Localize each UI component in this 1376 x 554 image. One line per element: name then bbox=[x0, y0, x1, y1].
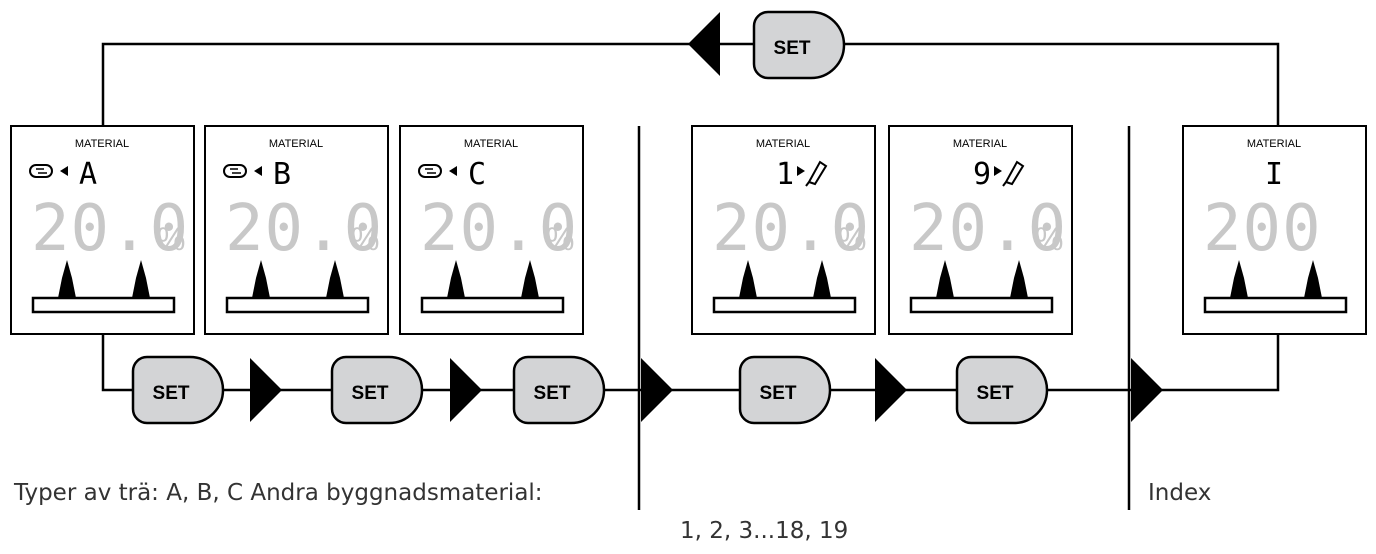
material-indicator: 1 bbox=[776, 157, 794, 192]
flow-arrow-3 bbox=[641, 358, 673, 422]
wood-types-caption: Typer av trä: A, B, C Andra byggnadsmate… bbox=[14, 480, 543, 506]
display-panel-1: MATERIAL A20.0% bbox=[10, 125, 195, 335]
electrode-pins-icon bbox=[420, 260, 565, 314]
reading-unit: % bbox=[546, 221, 574, 257]
display-panel-3: MATERIAL C20.0% bbox=[399, 125, 584, 335]
set-button-shape bbox=[955, 355, 1049, 425]
set-button-4[interactable]: SET bbox=[738, 355, 832, 425]
set-button-shape bbox=[752, 10, 846, 80]
set-button-label: SET bbox=[760, 383, 797, 404]
reading-value: 20.0 bbox=[909, 192, 1067, 266]
flow-arrow-1 bbox=[250, 358, 282, 422]
set-button-shape bbox=[738, 355, 832, 425]
base-bar bbox=[1203, 296, 1348, 314]
reading-unit: % bbox=[157, 221, 185, 257]
electrode-pins-icon bbox=[31, 260, 176, 314]
flow-arrows bbox=[250, 12, 1163, 422]
material-indicator: 9 bbox=[973, 157, 991, 192]
divider-lines bbox=[637, 126, 1131, 510]
base-bar bbox=[225, 296, 370, 314]
panel-header: MATERIAL bbox=[75, 138, 129, 150]
flow-arrow-4 bbox=[875, 358, 907, 422]
base-bar bbox=[420, 296, 565, 314]
set-button-2[interactable]: SET bbox=[330, 355, 424, 425]
reading-value: 20.0 bbox=[420, 192, 578, 266]
arrow-left-icon bbox=[449, 166, 457, 176]
set-button-shape bbox=[330, 355, 424, 425]
set-button-label: SET bbox=[534, 383, 571, 404]
display-panels: MATERIALA20.0%MATERIALB20.0%MATERIALC20.… bbox=[10, 125, 1367, 335]
electrode-pins-icon bbox=[712, 260, 857, 314]
panel-header: MATERIAL bbox=[1247, 138, 1301, 150]
set-button-label: SET bbox=[352, 383, 389, 404]
set-button-label: SET bbox=[774, 38, 811, 59]
base-bar bbox=[31, 296, 176, 314]
display-panel-2: MATERIAL B20.0% bbox=[204, 125, 389, 335]
material-indicator: C bbox=[468, 157, 486, 192]
panel-header: MATERIAL bbox=[269, 138, 323, 150]
wood-icon bbox=[223, 164, 247, 178]
arrow-left-icon bbox=[60, 166, 68, 176]
display-panel-5: MATERIAL 920.0% bbox=[888, 125, 1073, 335]
pen-icon bbox=[1002, 160, 1025, 187]
arrow-right-icon bbox=[797, 166, 805, 176]
electrode-pins-icon bbox=[1203, 260, 1348, 314]
wood-icon bbox=[418, 164, 442, 178]
panel-header: MATERIAL bbox=[953, 138, 1007, 150]
index-caption: Index bbox=[1148, 480, 1212, 506]
panel-header: MATERIAL bbox=[756, 138, 810, 150]
wood-icon bbox=[29, 164, 53, 178]
electrode-pins-icon bbox=[909, 260, 1054, 314]
arrow-right-icon bbox=[994, 166, 1002, 176]
material-indicator: I bbox=[1265, 157, 1283, 192]
set-button-top[interactable]: SET bbox=[752, 10, 846, 80]
reading-value: 200 bbox=[1203, 192, 1322, 266]
base-bar bbox=[712, 296, 857, 314]
panel-header: MATERIAL bbox=[464, 138, 518, 150]
set-button-label: SET bbox=[153, 383, 190, 404]
base-bar bbox=[909, 296, 1054, 314]
electrode-pins-icon bbox=[225, 260, 370, 314]
reading-value: 20.0 bbox=[712, 192, 870, 266]
arrow-left-icon bbox=[254, 166, 262, 176]
set-button-shape bbox=[131, 355, 225, 425]
set-button-shape bbox=[512, 355, 606, 425]
reading-value: 20.0 bbox=[31, 192, 189, 266]
building-range-caption: 1, 2, 3...18, 19 bbox=[680, 518, 849, 544]
reading-unit: % bbox=[351, 221, 379, 257]
bottom-flow-line bbox=[101, 334, 1280, 392]
reading-unit: % bbox=[1035, 221, 1063, 257]
set-button-1[interactable]: SET bbox=[131, 355, 225, 425]
flow-arrow-2 bbox=[450, 358, 482, 422]
top-return-line bbox=[101, 42, 1280, 126]
top-flow-arrow bbox=[688, 12, 720, 76]
set-button-5[interactable]: SET bbox=[955, 355, 1049, 425]
material-indicator: A bbox=[79, 157, 97, 192]
material-indicator: B bbox=[273, 157, 291, 192]
set-buttons: SET SET SET SET SET SET bbox=[131, 10, 1049, 425]
reading-value: 20.0 bbox=[225, 192, 383, 266]
set-button-3[interactable]: SET bbox=[512, 355, 606, 425]
set-button-label: SET bbox=[977, 383, 1014, 404]
flow-arrow-5 bbox=[1131, 358, 1163, 422]
display-panel-4: MATERIAL 120.0% bbox=[691, 125, 876, 335]
reading-unit: % bbox=[838, 221, 866, 257]
pen-icon bbox=[805, 160, 828, 187]
